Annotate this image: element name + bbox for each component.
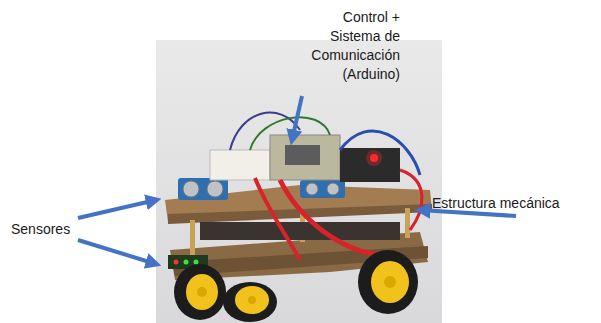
control-label: Control + Sistema de Comunicación (Ardui…: [300, 8, 400, 84]
robot-car: [165, 113, 432, 322]
structure-label: Estructura mecánica: [432, 194, 560, 213]
leader-arrow: [78, 96, 516, 264]
sensor-label: Sensores: [11, 220, 70, 239]
photo-ground: [156, 40, 442, 323]
